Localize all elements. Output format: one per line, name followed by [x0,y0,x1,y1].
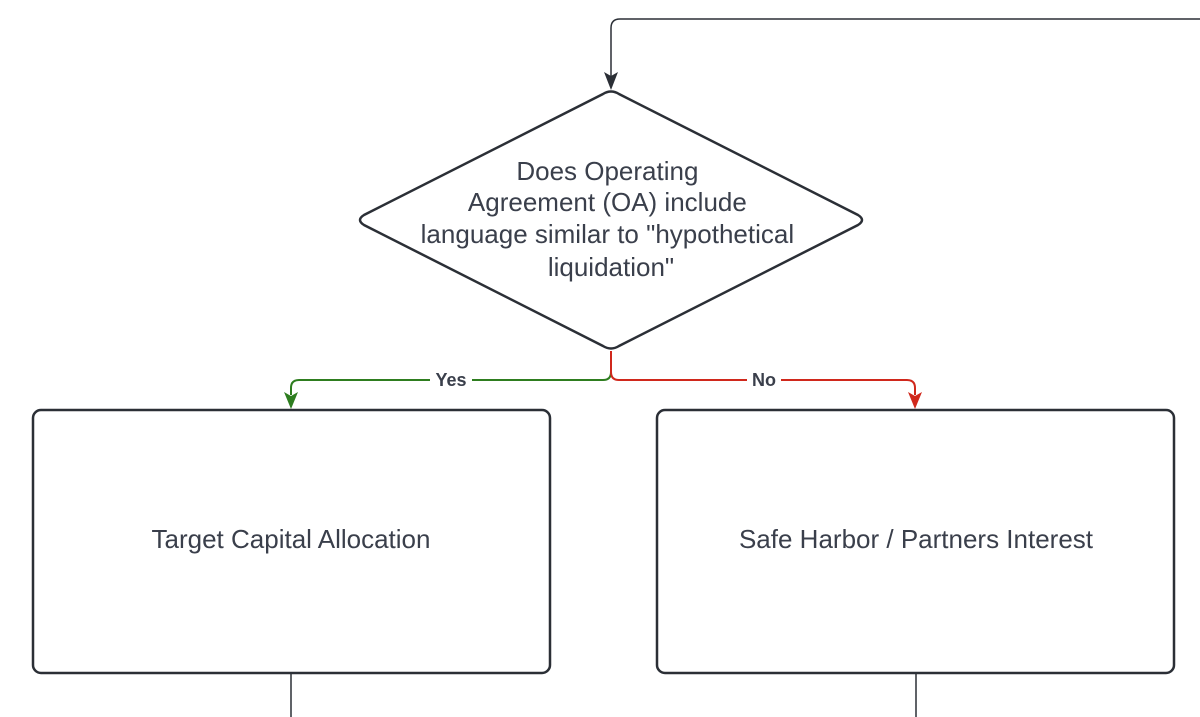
decision-line: Agreement (OA) include [468,187,747,217]
yes-arrowhead [284,392,298,409]
yes-label: Yes [435,370,466,390]
no-label-bg [747,369,781,391]
yes-connector[interactable]: Yes [284,351,612,409]
no-label: No [752,370,776,390]
decision-text: Does Operating Agreement (OA) include la… [421,156,802,282]
decision-diamond [358,90,864,350]
decision-line: Does Operating [516,156,698,186]
yes-label-bg [430,369,472,391]
incoming-arrowhead [604,72,618,90]
left-box [31,408,552,675]
right-box [655,408,1176,675]
decision-line: liquidation" [548,252,674,282]
decision-node[interactable]: Does Operating Agreement (OA) include la… [358,90,864,350]
left-box-label: Target Capital Allocation [152,524,431,554]
safe-harbor-node[interactable]: Safe Harbor / Partners Interest [655,408,1176,675]
decision-line: language similar to "hypothetical [421,219,794,249]
target-capital-allocation-node[interactable]: Target Capital Allocation [31,408,552,675]
right-box-label: Safe Harbor / Partners Interest [739,524,1094,554]
incoming-connector [610,18,1200,76]
no-connector[interactable]: No [610,351,922,409]
no-arrowhead [908,392,922,409]
